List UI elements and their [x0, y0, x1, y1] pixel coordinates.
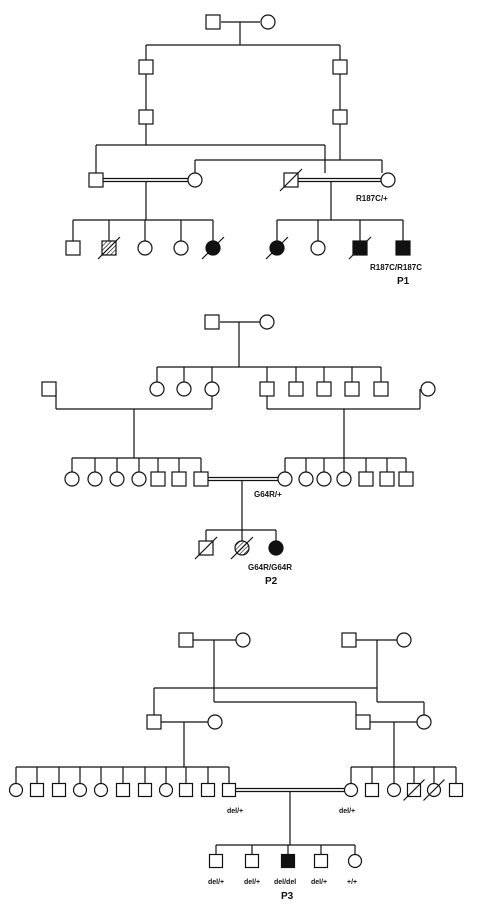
male-symbol [344, 381, 360, 397]
pedigree-title: P1 [397, 276, 410, 287]
pedigree-title: P3 [281, 891, 294, 902]
male-symbol [288, 381, 304, 397]
male-symbol [358, 471, 374, 487]
female-symbol [386, 782, 402, 798]
pedigree-title: P2 [265, 576, 278, 587]
female-symbol [268, 540, 284, 556]
male-symbol [65, 240, 81, 256]
genotype-label: G64R/+ [254, 490, 282, 499]
male-symbol [395, 240, 411, 256]
genotype-label: del/+ [208, 879, 224, 886]
male-symbol [178, 632, 194, 648]
genotype-label: +/+ [347, 879, 357, 886]
male-symbol [259, 381, 275, 397]
female-symbol [131, 471, 147, 487]
female-symbol [347, 853, 363, 869]
female-symbol [176, 381, 192, 397]
female-symbol [8, 782, 24, 798]
deceased-slash [201, 236, 225, 260]
female-symbol [137, 240, 153, 256]
male-symbol [221, 782, 237, 798]
female-symbol [173, 240, 189, 256]
male-symbol [138, 109, 154, 125]
male-symbol [150, 471, 166, 487]
female-symbol [109, 471, 125, 487]
female-symbol [87, 471, 103, 487]
male-symbol [88, 172, 104, 188]
female-symbol [93, 782, 109, 798]
deceased-slash [194, 536, 218, 560]
genotype-label: del/+ [311, 879, 327, 886]
male-symbol [205, 14, 221, 30]
genotype-label: R187C/+ [356, 194, 388, 203]
male-symbol [29, 782, 45, 798]
male-symbol [146, 714, 162, 730]
labels: R187C/+ R187C/R187C P1 G64R/+ G64R/G64R … [208, 194, 422, 902]
female-symbol [380, 172, 396, 188]
female-symbol [298, 471, 314, 487]
genotype-label: del/+ [339, 808, 355, 815]
female-symbol [204, 381, 220, 397]
connection-lines [15, 21, 457, 854]
male-symbol [51, 782, 67, 798]
male-symbol [448, 782, 464, 798]
female-symbol [158, 782, 174, 798]
genotype-label: R187C/R187C [370, 263, 422, 272]
male-symbol [379, 471, 395, 487]
male-symbol [316, 381, 332, 397]
female-symbol [259, 314, 275, 330]
male-symbol [178, 782, 194, 798]
deceased-slash [265, 236, 289, 260]
deceased-slash [403, 779, 425, 801]
female-symbol [187, 172, 203, 188]
male-symbol [313, 853, 329, 869]
genotype-label: del/+ [227, 808, 243, 815]
female-symbol [420, 381, 436, 397]
deceased-slash [423, 779, 445, 801]
genotype-label: G64R/G64R [248, 563, 292, 572]
female-symbol [396, 632, 412, 648]
male-symbol [355, 714, 371, 730]
male-symbol [138, 59, 154, 75]
female-symbol [316, 471, 332, 487]
male-symbol [171, 471, 187, 487]
male-symbol [115, 782, 131, 798]
male-symbol [208, 853, 224, 869]
male-symbol [41, 381, 57, 397]
male-symbol [364, 782, 380, 798]
female-symbol [149, 381, 165, 397]
genotype-label: del/del [274, 879, 296, 886]
female-symbol [336, 471, 352, 487]
male-symbol [280, 853, 296, 869]
deceased-slash [279, 168, 303, 192]
male-symbol [204, 314, 220, 330]
female-symbol [277, 471, 293, 487]
female-symbol [416, 714, 432, 730]
female-symbol [72, 782, 88, 798]
female-symbol [207, 714, 223, 730]
female-symbol [260, 14, 276, 30]
genotype-label: del/+ [244, 879, 260, 886]
male-symbol [137, 782, 153, 798]
male-symbol [398, 471, 414, 487]
deceased-slash [230, 536, 254, 560]
male-symbol [244, 853, 260, 869]
female-symbol [310, 240, 326, 256]
deceased-slash [97, 236, 121, 260]
male-symbol [193, 471, 209, 487]
male-symbol [373, 381, 389, 397]
male-symbol [341, 632, 357, 648]
female-symbol [343, 782, 359, 798]
deceased-slash [348, 236, 372, 260]
individuals [8, 14, 464, 869]
male-symbol [332, 109, 348, 125]
female-symbol [235, 632, 251, 648]
male-symbol [200, 782, 216, 798]
male-symbol [332, 59, 348, 75]
female-symbol [64, 471, 80, 487]
